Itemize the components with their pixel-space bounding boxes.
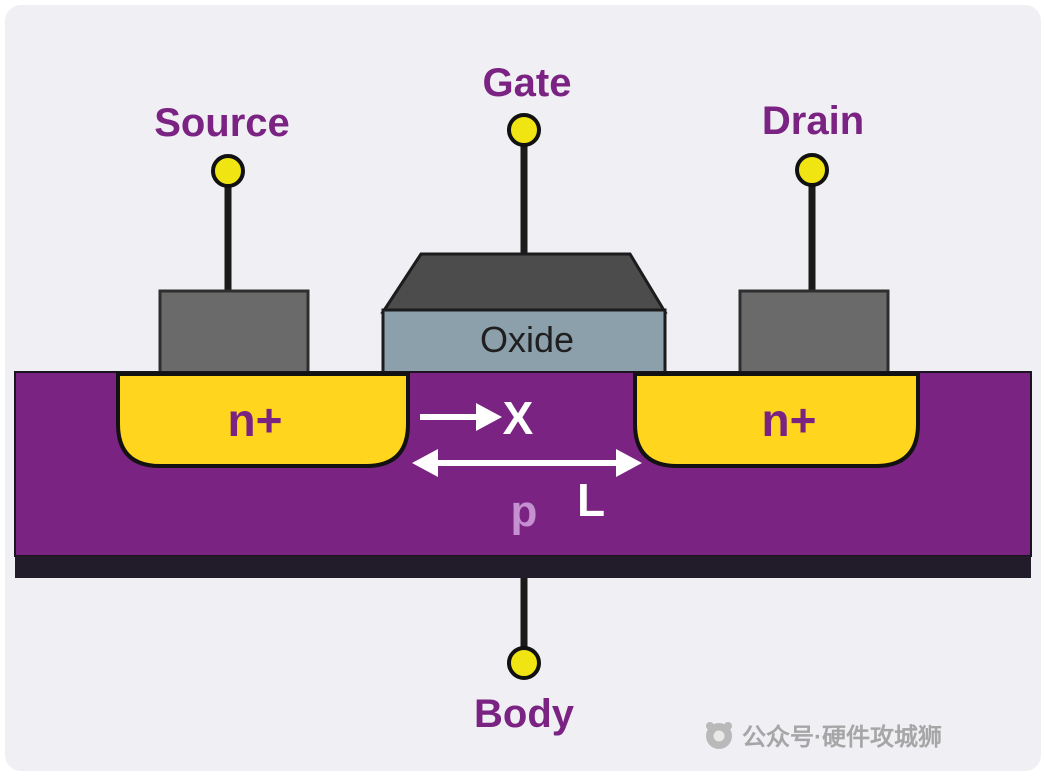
watermark-logo-center-icon [713,730,725,742]
source-contact [158,289,310,377]
watermark: 公众号·硬件攻城狮 [706,722,942,751]
drain-contact [738,289,890,377]
x-marker-label: X [503,392,534,444]
channel-length-label: L [577,474,605,526]
watermark-text: 公众号·硬件攻城狮 [742,723,942,751]
x-direction-arrowhead-icon [476,403,502,431]
body-label: Body [474,692,575,736]
source-label: Source [154,101,290,145]
drain-label: Drain [762,99,864,143]
drain-terminal-dot [795,153,829,187]
watermark-logo-ear-left-icon [706,722,714,730]
n-plus-right-label: n+ [762,394,817,446]
gate-label: Gate [483,61,572,105]
n-plus-region-left [116,372,410,468]
gate-electrode-cap [380,252,668,314]
channel-length-arrowhead-left-icon [412,449,438,477]
substrate-base-strip [15,556,1031,578]
n-plus-left-label: n+ [228,394,283,446]
channel-length-arrowhead-right-icon [616,449,642,477]
n-plus-region-right [633,372,920,468]
oxide-label: Oxide [480,319,574,360]
gate-terminal-dot [507,113,541,147]
source-terminal-dot [211,154,245,188]
body-terminal-dot [507,646,541,680]
watermark-logo-ear-right-icon [724,722,732,730]
p-substrate-label: p [511,487,538,536]
